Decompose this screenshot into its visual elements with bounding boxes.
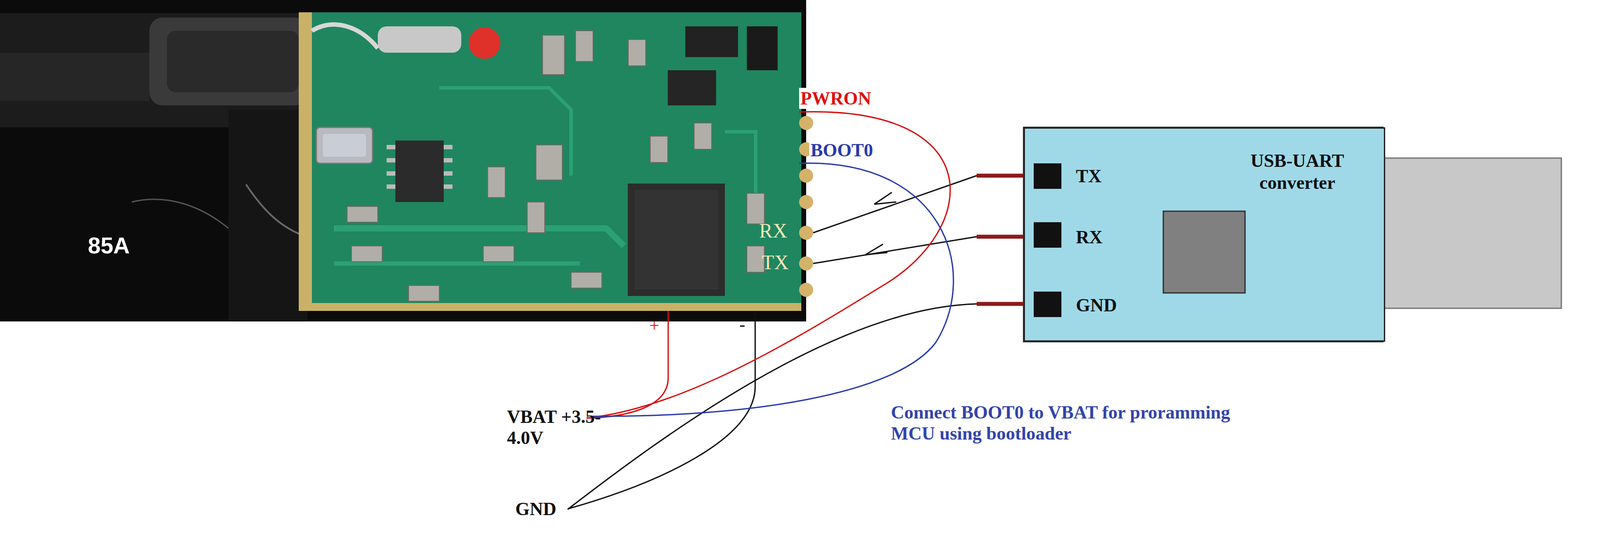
pin-label: RX bbox=[1075, 226, 1103, 249]
pin-label: TX bbox=[1075, 165, 1102, 188]
ground-label: GND bbox=[515, 498, 557, 520]
signal-name: PWRON bbox=[799, 87, 873, 109]
polarity-mark: - bbox=[739, 314, 746, 335]
pin-label: GND bbox=[1075, 294, 1117, 317]
converter-box: USB-UART converter TX RX GND bbox=[1023, 127, 1386, 342]
supply-label: VBAT +3.5-4.0V bbox=[506, 406, 613, 449]
polarity-mark: + bbox=[649, 315, 660, 336]
device-title: USB-UART converter bbox=[1218, 149, 1377, 195]
part-number: 85A bbox=[87, 232, 130, 260]
signal-name: BOOT0 bbox=[809, 139, 875, 161]
pin-label: TX bbox=[761, 251, 789, 275]
pin-label: RX bbox=[759, 219, 788, 243]
note-text: Connect BOOT0 to VBAT for proramming MCU… bbox=[890, 401, 1239, 445]
